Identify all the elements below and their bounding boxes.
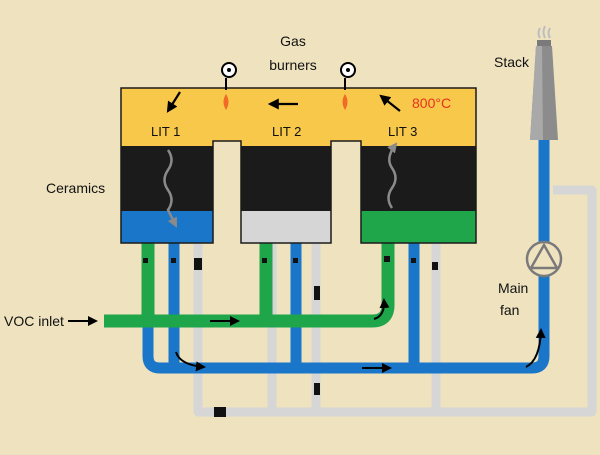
valve-icon [262, 258, 267, 263]
main-fan [525, 240, 563, 278]
ceramics-bed-3 [361, 146, 476, 211]
flame-icon [223, 94, 229, 110]
valve-icon [314, 383, 320, 395]
valve-icon [411, 258, 416, 263]
valve-icon [384, 256, 390, 262]
flame-icon [342, 94, 348, 110]
lit1-label: LIT 1 [151, 124, 180, 139]
bed-3-plenum [361, 211, 476, 243]
valve-icon [432, 262, 438, 270]
gas-burners-label-line2: burners [269, 57, 316, 73]
stack-label: Stack [494, 54, 530, 70]
ceramics-label: Ceramics [46, 180, 105, 196]
main-fan-label-line2: fan [500, 302, 519, 318]
valve-icon [214, 407, 226, 417]
valves [143, 256, 438, 417]
chamber-flow-arrows [166, 91, 401, 113]
lit3-label: LIT 3 [388, 124, 417, 139]
rto-vessel [120, 87, 477, 244]
bed-flow-arrows [163, 142, 398, 228]
valve-icon [314, 286, 320, 300]
gas-burner-1 [221, 62, 237, 110]
exhaust-duct [142, 140, 550, 374]
arrow-icon [163, 149, 178, 228]
arrow-icon [387, 142, 398, 209]
valve-icon [143, 258, 148, 263]
inlet-duct [104, 243, 395, 328]
arrow-icon [166, 91, 181, 113]
valve-icon [194, 258, 202, 270]
valve-icon [171, 258, 176, 263]
lit2-label: LIT 2 [272, 124, 301, 139]
voc-inlet-label: VOC inlet [4, 313, 64, 329]
arrow-icon [373, 298, 390, 320]
smoke-icon [537, 25, 551, 39]
gas-burner-2 [340, 62, 356, 110]
valve-icon [293, 258, 298, 263]
gas-burners-label-line1: Gas [280, 33, 306, 49]
ceramics-bed-2 [241, 146, 331, 211]
ceramics-bed-1 [121, 146, 213, 211]
stack [530, 25, 558, 140]
arrow-icon [175, 351, 206, 372]
bed-1-plenum [121, 211, 213, 243]
bed-2-plenum [241, 211, 331, 243]
arrow-icon [525, 328, 546, 368]
arrow-icon [379, 94, 401, 112]
duct-flow-arrows [68, 298, 546, 373]
temperature-label: 800°C [412, 95, 451, 111]
main-fan-label-line1: Main [498, 280, 528, 296]
